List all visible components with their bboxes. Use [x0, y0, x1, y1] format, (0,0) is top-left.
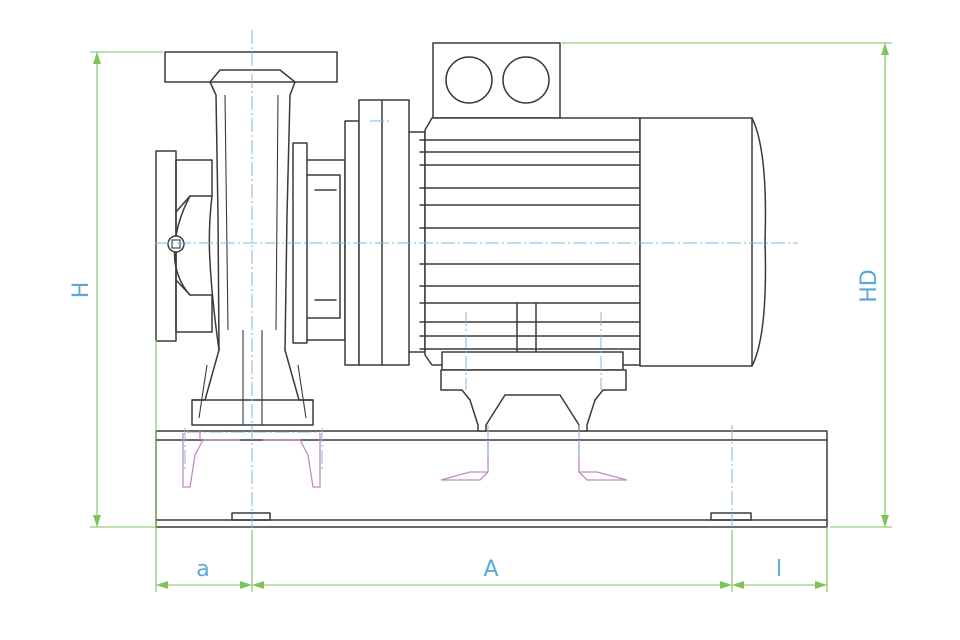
dimension-lines [90, 42, 892, 592]
fan-cover [639, 117, 767, 367]
dimension-a-label: a [196, 557, 209, 582]
motor-feet [440, 369, 627, 432]
base-frame [155, 430, 828, 528]
dimension-hd-label: HD [857, 269, 882, 302]
anchor-pad-right [710, 512, 752, 521]
motor-foot-pad [441, 351, 624, 371]
drain-plug [167, 235, 185, 253]
motor-frame [424, 117, 641, 366]
hidden-angle-profiles [182, 431, 628, 488]
discharge-flange [164, 51, 338, 83]
cooling-fins [419, 139, 641, 350]
anchor-pad-left [231, 512, 271, 521]
dimension-center-distance-label: A [483, 557, 498, 582]
cable-gland-right [502, 56, 550, 104]
cable-gland-left [445, 56, 493, 104]
center-lines [155, 30, 798, 540]
motor-flange [358, 99, 410, 366]
pump-volute [155, 51, 346, 426]
dimension-l-label: l [776, 557, 782, 582]
motor [344, 42, 767, 432]
dimension-h-label: H [69, 282, 94, 299]
dimension-labels: H HD a A l [69, 269, 882, 582]
